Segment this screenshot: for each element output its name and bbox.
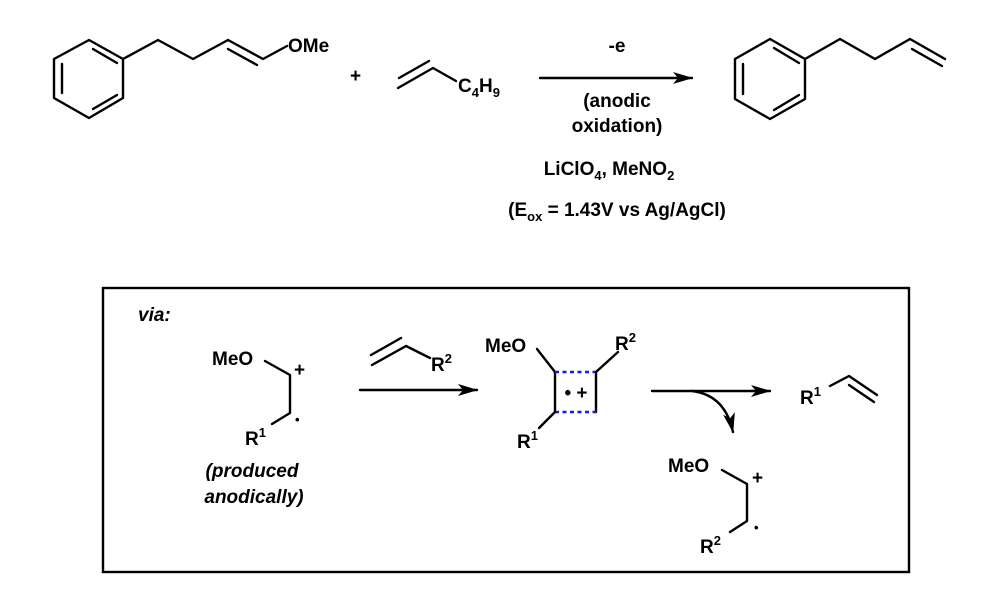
cyclobutane-radical-cation: MeO • + R2 R1 xyxy=(485,330,636,453)
mechanism-box xyxy=(101,286,911,574)
double-bond-line xyxy=(910,47,944,68)
radical-cation-2: MeO + • R2 xyxy=(668,456,763,558)
alkyl-chain xyxy=(803,37,947,61)
benzene-ring xyxy=(52,38,125,120)
r2-label: R2 xyxy=(615,330,636,355)
radical-dot: • xyxy=(295,412,300,427)
benzene-ring xyxy=(733,37,807,121)
double-bond-line xyxy=(226,47,259,67)
arrow-label-above: -e xyxy=(609,36,626,57)
caption-line-2: anodically) xyxy=(204,487,303,508)
cation-charge: + xyxy=(752,468,763,489)
arrow-label-line-2: oxidation) xyxy=(572,116,663,137)
conditions-reagents: LiClO4, MeNO2 xyxy=(544,159,675,183)
reactant-2-molecule: C4H9 xyxy=(396,59,500,100)
cation-charge: + xyxy=(294,360,305,381)
caption-line-1: (produced xyxy=(206,461,299,482)
ome-label: OMe xyxy=(288,36,329,57)
plus-sign: + xyxy=(350,66,361,87)
r2-label: R2 xyxy=(431,351,452,376)
curved-branch-arrow xyxy=(690,389,735,434)
product-alkene: R1 xyxy=(800,374,879,409)
alkyl-chain xyxy=(121,38,289,61)
arrow-label-line-1: (anodic xyxy=(583,91,651,112)
c4h9-label: C4H9 xyxy=(458,76,500,100)
meo-label: MeO xyxy=(212,349,253,370)
r2-label: R2 xyxy=(700,533,721,558)
center-radical-cation: • + xyxy=(564,383,587,404)
radical-dot: • xyxy=(754,520,759,535)
conditions-potential: (Eox = 1.43V vs Ag/AgCl) xyxy=(508,200,726,224)
r1-label: R1 xyxy=(245,425,266,450)
radical-cation-1: MeO + • R1 (produced anodically) xyxy=(204,349,305,508)
r1-label: R1 xyxy=(800,384,821,409)
product-molecule xyxy=(733,37,947,121)
via-heading: via: xyxy=(138,305,171,326)
meo-label: MeO xyxy=(668,456,709,477)
alkene-reagent: R2 xyxy=(369,336,452,376)
meo-label: MeO xyxy=(485,336,526,357)
r1-label: R1 xyxy=(517,428,538,453)
reactant-1-molecule: OMe xyxy=(52,36,329,120)
